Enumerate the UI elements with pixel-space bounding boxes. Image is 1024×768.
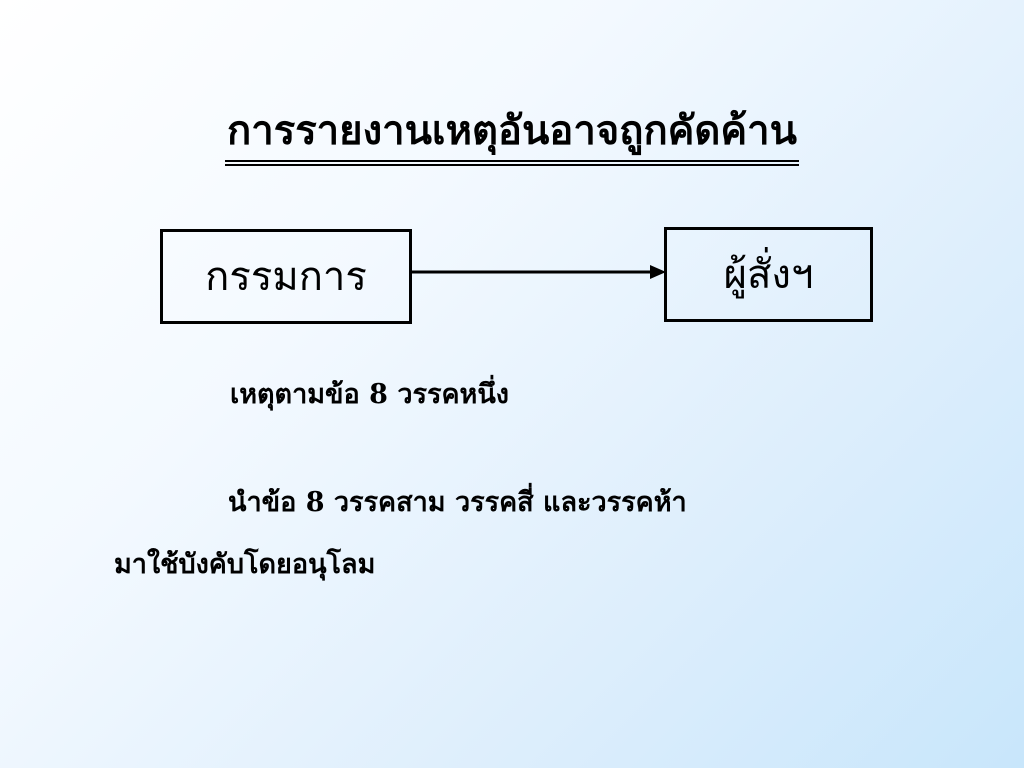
target-box: ผู้สั่งฯ	[664, 227, 873, 322]
source-box: กรรมการ	[160, 229, 412, 324]
paragraph-line-2: นำข้อ 8 วรรคสาม วรรคสี่ และวรรคห้า	[228, 487, 687, 518]
target-box-label: ผู้สั่งฯ	[723, 251, 814, 298]
paragraph-line-1: เหตุตามข้อ 8 วรรคหนึ่ง	[230, 379, 509, 410]
slide-title: การรายงานเหตุอันอาจถูกคัดค้าน	[0, 104, 1024, 166]
source-box-label: กรรมการ	[205, 253, 367, 300]
arrow-connector	[412, 265, 666, 279]
slide-title-text: การรายงานเหตุอันอาจถูกคัดค้าน	[225, 104, 799, 166]
paragraph-line-3: มาใช้บังคับโดยอนุโลม	[114, 549, 376, 580]
arrow-head	[650, 265, 666, 279]
